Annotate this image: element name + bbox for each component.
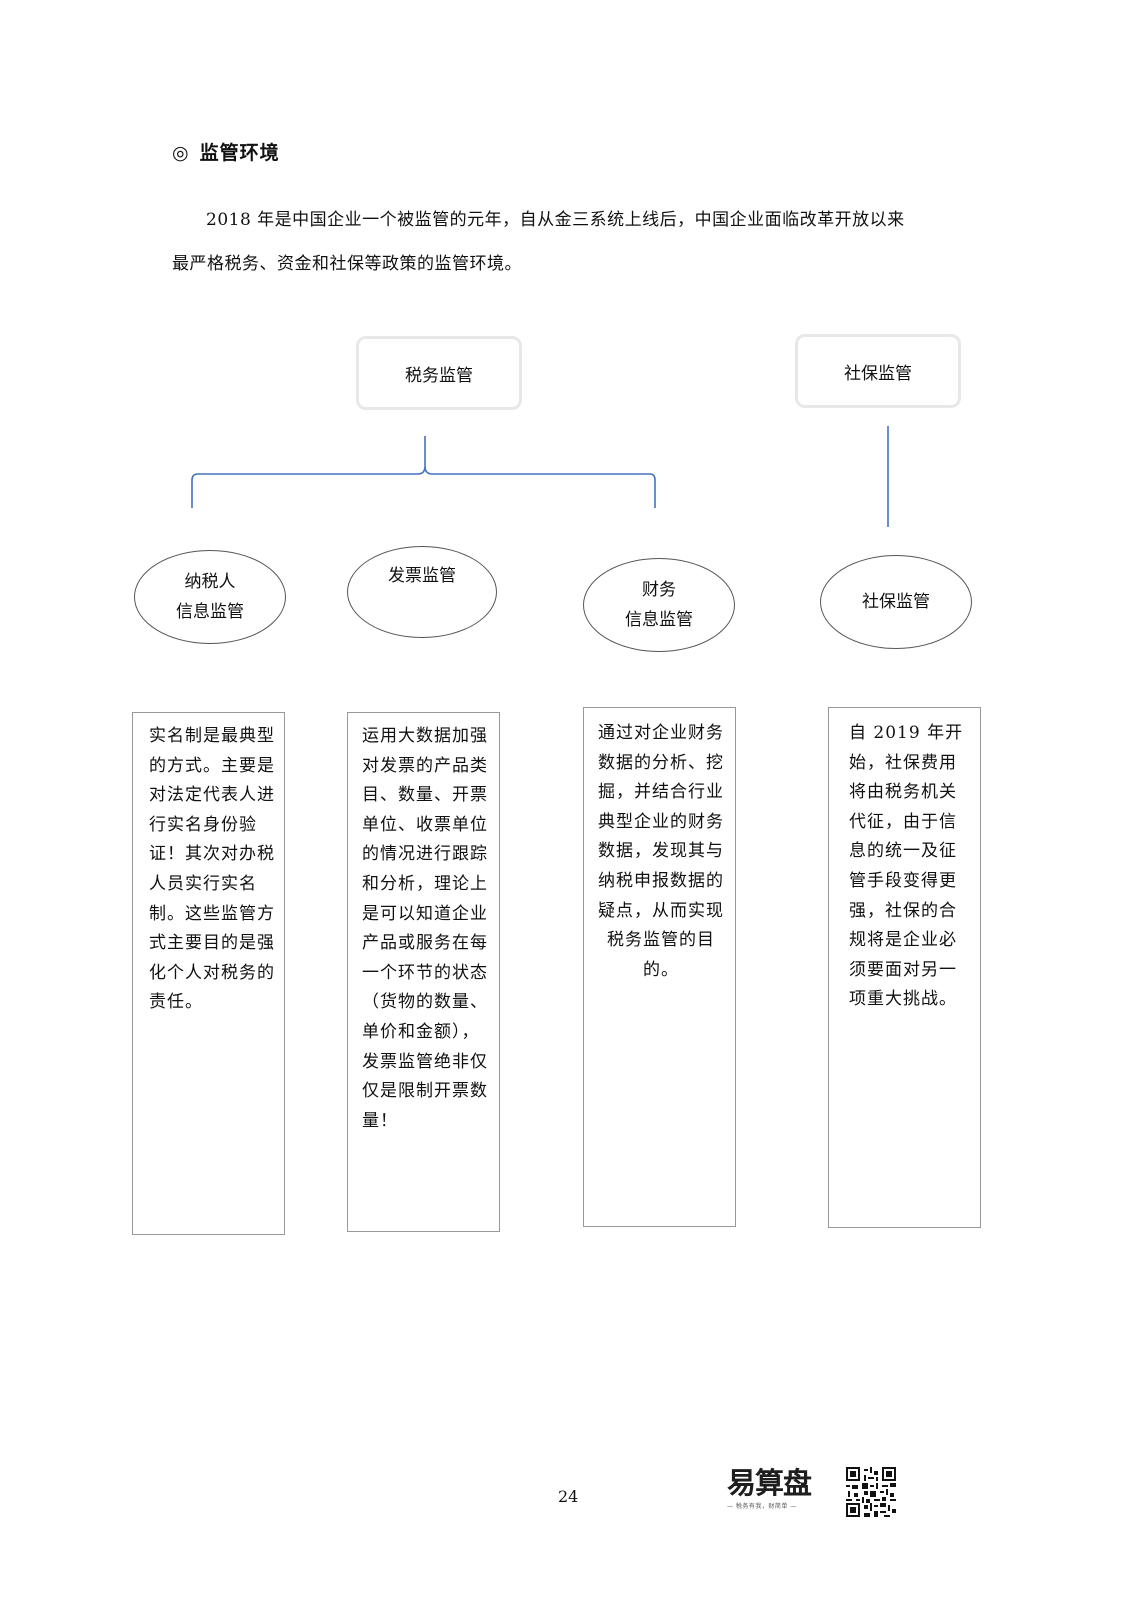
- node-label-line1: 发票监管: [388, 566, 456, 586]
- node-label-line1: 纳税人: [184, 572, 236, 592]
- node-label-line2: 信息监管: [176, 602, 244, 622]
- brand-name: 易算盘: [727, 1466, 812, 1500]
- qr-code-icon: [846, 1467, 896, 1517]
- tax-supervision-label: 税务监管: [405, 365, 473, 386]
- brand-logo: 易算盘 — 税务有我，财简单 —: [727, 1467, 820, 1513]
- tax-brace-connector: [191, 436, 656, 508]
- description-box-social: 自 2019 年开始，社保费用将由税务机关代征，由于信息的统一及征管手段变得更强…: [828, 707, 981, 1228]
- intro-line-2: 最严格税务、资金和社保等政策的监管环境。: [172, 254, 522, 274]
- description-text: 自 2019 年开始，社保费用将由税务机关代征，由于信息的统一及征管手段变得更强…: [849, 723, 964, 1010]
- description-text: 实名制是最典型的方式。主要是对法定代表人进行实名身份验证！其次对办税人员实行实名…: [149, 726, 275, 1013]
- tax-supervision-box: 税务监管: [356, 336, 522, 410]
- node-taxpayer-info: 纳税人 信息监管: [134, 550, 286, 644]
- social-supervision-label: 社保监管: [844, 363, 912, 384]
- description-box-taxpayer: 实名制是最典型的方式。主要是对法定代表人进行实名身份验证！其次对办税人员实行实名…: [132, 712, 285, 1235]
- intro-paragraph: 2018 年是中国企业一个被监管的元年，自从金三系统上线后，中国企业面临改革开放…: [172, 198, 972, 286]
- node-social-security: 社保监管: [820, 555, 972, 649]
- section-heading: ◎ 监管环境: [172, 138, 280, 165]
- node-invoice: 发票监管: [347, 546, 497, 638]
- description-text: 通过对企业财务数据的分析、挖掘，并结合行业典型企业的财务数据，发现其与纳税申报数…: [598, 723, 724, 980]
- node-label-line1: 社保监管: [862, 592, 930, 612]
- brand-slogan: — 税务有我，财简单 —: [727, 1503, 797, 1510]
- node-label-line1: 财务: [642, 580, 676, 600]
- node-financial-info: 财务 信息监管: [583, 558, 735, 652]
- description-text: 运用大数据加强对发票的产品类目、数量、开票单位、收票单位的情况进行跟踪和分析，理…: [362, 726, 488, 1131]
- description-box-financial: 通过对企业财务数据的分析、挖掘，并结合行业典型企业的财务数据，发现其与纳税申报数…: [583, 707, 736, 1227]
- social-supervision-box: 社保监管: [795, 334, 961, 408]
- intro-line-1: 2018 年是中国企业一个被监管的元年，自从金三系统上线后，中国企业面临改革开放…: [206, 210, 905, 230]
- section-symbol: ◎: [172, 142, 190, 164]
- description-box-invoice: 运用大数据加强对发票的产品类目、数量、开票单位、收票单位的情况进行跟踪和分析，理…: [347, 712, 500, 1232]
- section-title: 监管环境: [199, 142, 280, 164]
- node-label-line2: 信息监管: [625, 610, 693, 630]
- page-number: 24: [558, 1487, 579, 1506]
